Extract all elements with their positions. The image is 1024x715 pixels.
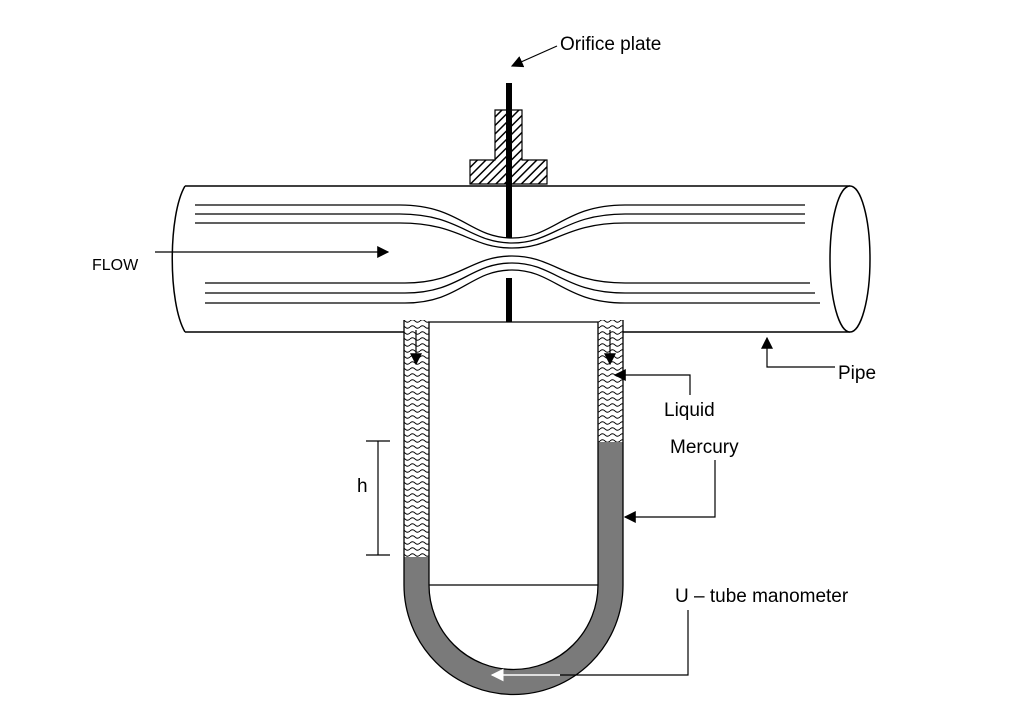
u-tube-outer [403,320,624,696]
pipe-leader [761,336,835,368]
streamline [195,204,805,239]
leaders [155,45,835,676]
streamline [205,255,810,284]
streamline [205,269,820,304]
u-tube-manometer [403,320,624,696]
height-dimension [366,440,390,556]
mercury-column [404,442,623,695]
mercury-leader [623,460,716,523]
manometer-leader [560,610,689,676]
height-label: h [357,476,368,497]
mercury-label: Mercury [670,437,739,458]
streamline [195,222,805,249]
streamline [195,213,805,244]
labels: Orifice plate FLOW Pipe Liquid Mercury h… [92,34,876,607]
liquid-leader [613,369,691,395]
pipe-end [829,185,871,333]
orifice-leader [510,45,558,68]
pipe-label: Pipe [838,363,876,384]
u-tube-inner [428,321,599,671]
streamlines [195,204,820,304]
flow-label: FLOW [92,257,139,274]
streamline [205,262,815,294]
orifice-plate-label: Orifice plate [560,34,661,55]
manometer-label: U – tube manometer [675,586,849,607]
pipe [171,185,871,333]
liquid-label: Liquid [664,400,715,421]
